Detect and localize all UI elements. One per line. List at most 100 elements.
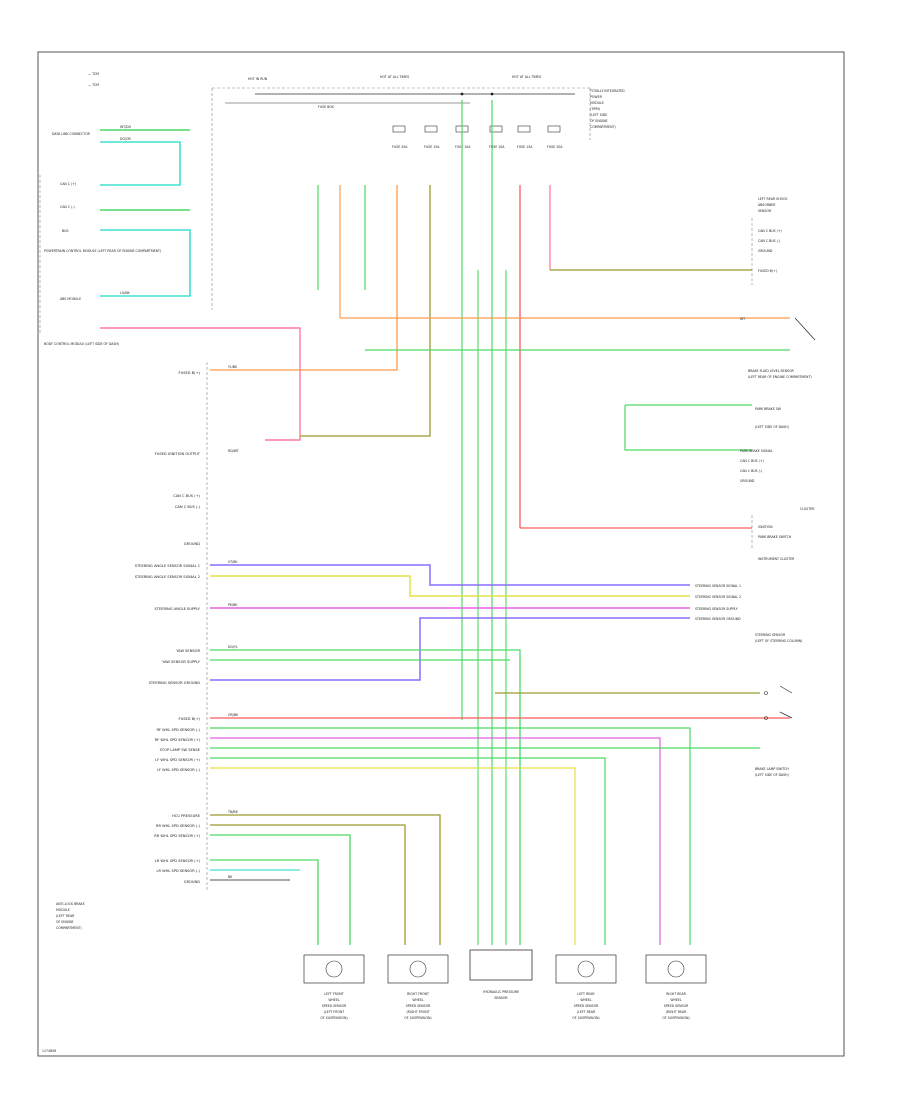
instrument-cluster: CLUSTER IGNITION PARK BRAKE SWITCH INSTR… bbox=[751, 507, 815, 561]
rr-wss-0: RIGHT REAR bbox=[666, 992, 686, 996]
steer-signal-1-wire bbox=[210, 564, 690, 586]
pin-label-3: CAN C BUS (-) bbox=[175, 505, 201, 509]
brake-fluid-level-sensor: BRAKE FLUID LEVEL SENSOR (LEFT REAR OF E… bbox=[748, 317, 816, 379]
vertical-wires bbox=[210, 100, 551, 945]
bus-label: BUS bbox=[62, 229, 69, 233]
park-brake-pin-1: CAN C BUS (+) bbox=[740, 459, 764, 463]
bottom-sensors: LEFT FRONT WHEEL SPEED SENSOR (LEFT FRON… bbox=[303, 949, 707, 1020]
abs-module-top-label: ABS MODULE bbox=[60, 297, 81, 301]
abs-module-label: ANTI-LOCK BRAKE MODULE (LEFT REAR OF ENG… bbox=[56, 902, 85, 930]
tipm-note-4: (LEFT SIDE bbox=[590, 113, 607, 117]
vwire-430 bbox=[300, 185, 431, 437]
rr-wss-3: (RIGHT REAR bbox=[666, 1010, 688, 1014]
rf-wss-0: RIGHT FRONT bbox=[407, 992, 429, 996]
header-hot-all-a: HOT AT ALL TIMES bbox=[380, 75, 409, 79]
shock-name-0: LEFT REAR SHOCK bbox=[758, 197, 788, 201]
legend-line-2: — TCM bbox=[88, 83, 99, 87]
abs-module-label-2: (LEFT REAR bbox=[56, 914, 75, 918]
steer-ground-wire bbox=[210, 617, 690, 681]
pin-label-2: CAN C BUS (+) bbox=[173, 494, 200, 498]
abs-module-label-4: COMPARTMENT) bbox=[56, 926, 82, 930]
lr-wss-1: WHEEL bbox=[580, 998, 592, 1002]
abs-module-label-3: OF ENGINE bbox=[56, 920, 74, 924]
wire-label-wt-dg: WT/DG bbox=[120, 125, 132, 129]
steer-name-0: STEERING SENSOR bbox=[755, 633, 786, 637]
lr-wss-plus-wire bbox=[210, 859, 319, 945]
wlabel-tn-bk: TN/BK bbox=[227, 810, 239, 814]
bcm-label: BODY CONTROL MODULE (LEFT SIDE OF DASH) bbox=[44, 342, 119, 346]
can-c-plus-label: CAN C (+) bbox=[60, 182, 76, 186]
pin-label-1: FUSED IGNITION OUTPUT bbox=[155, 452, 201, 456]
wlabel-vt-bk: VT/BK bbox=[228, 560, 238, 564]
fuse-1-label: FUSE 20A bbox=[392, 145, 408, 149]
wlabel-yl-bk: YL/BK bbox=[228, 365, 238, 369]
fuse-4-label: FUSE 10A bbox=[489, 145, 505, 149]
shock-pin-3: FUSED B(+) bbox=[758, 269, 777, 273]
rf-wss-2: SPEED SENSOR bbox=[406, 1004, 431, 1008]
bus-splice-2 bbox=[490, 92, 494, 96]
park-brake-switch: PARK BRAKE SW (LEFT SIDE OF DASH) PARK B… bbox=[740, 407, 789, 483]
brake-lamp-0: BRAKE LAMP SWITCH bbox=[755, 767, 789, 771]
fuse-2-icon bbox=[424, 125, 438, 133]
can-c-plus-wire bbox=[100, 141, 181, 186]
pin-label-22: GROUND bbox=[184, 880, 200, 884]
wlabel-dg-yl: DG/YL bbox=[228, 645, 238, 649]
fuse-5-label: FUSE 15A bbox=[517, 145, 533, 149]
rf-wss-1: WHEEL bbox=[412, 998, 424, 1002]
lf-wss-minus-wire bbox=[210, 767, 576, 945]
rf-wss-3: (RIGHT FRONT bbox=[406, 1010, 429, 1014]
brake-lamp-switch-icon bbox=[779, 711, 793, 719]
hcu-pressure-wire bbox=[210, 814, 441, 945]
steer-name-1: (LEFT OF STEERING COLUMN) bbox=[755, 639, 802, 643]
can-bus-wires: WT/DG DG/OR LG/BK bbox=[100, 125, 191, 297]
lf-wss-1: WHEEL bbox=[328, 998, 340, 1002]
brake-lamp-1: (LEFT SIDE OF DASH) bbox=[755, 773, 789, 777]
header-hot-all-b: HOT AT ALL TIMES bbox=[512, 75, 541, 79]
pin-label-6: STEERING ANGLE SENSOR SIGNAL 2 bbox=[135, 575, 200, 579]
rf-wss-body bbox=[387, 954, 449, 984]
pcm-lower-wires bbox=[210, 649, 790, 945]
tipm-notes: TOTALLY INTEGRATED POWER MODULE (TIPM) (… bbox=[589, 89, 625, 129]
tipm-note-3: (TIPM) bbox=[590, 107, 600, 111]
wire-color-labels: YL/BK RD/WT VT/BK PK/BK DG/YL OR/BK TN/B… bbox=[227, 317, 745, 879]
can-c-minus-label: CAN C (-) bbox=[60, 205, 75, 209]
rf-wss-4: OF SUSPENSION) bbox=[404, 1016, 431, 1020]
wlabel-rd-wt: RD/WT bbox=[228, 449, 239, 453]
pin-label-19: RR WHL SPD SENSOR (+) bbox=[154, 834, 200, 838]
yaw-sensor-wire bbox=[210, 649, 521, 945]
pin-label-10: STEERING SENSOR GROUND bbox=[149, 681, 201, 685]
pin-label-4: GROUND bbox=[184, 542, 200, 546]
pin-label-5: STEERING ANGLE SENSOR SIGNAL 1 bbox=[135, 564, 200, 568]
steer-signal-2-wire bbox=[210, 575, 690, 597]
pin-label-8: YAW SENSOR bbox=[176, 649, 200, 653]
rr-wss-1: WHEEL bbox=[670, 998, 682, 1002]
stop-lamp-switch-icon bbox=[779, 685, 793, 694]
lf-wss-plus-wire bbox=[210, 757, 606, 945]
pcm-block-label: POWERTRAIN CONTROL MODULE (LEFT REAR OF … bbox=[44, 249, 161, 253]
tipm-note-0: TOTALLY INTEGRATED bbox=[589, 89, 625, 93]
hyd-sensor-1: SENSOR bbox=[494, 996, 508, 1000]
fuse-5-icon bbox=[517, 125, 531, 133]
shock-name-2: SENSOR bbox=[758, 209, 772, 213]
park-brake-wire-2 bbox=[624, 405, 752, 451]
fuse-3-label: FUSE 10A bbox=[455, 145, 471, 149]
wire-label-lg-bk: LG/BK bbox=[120, 291, 131, 295]
pin-label-0: FUSED B(+) bbox=[179, 371, 201, 375]
lf-wss-4: OF SUSPENSION) bbox=[320, 1016, 347, 1020]
wire-label-dg-or: DG/OR bbox=[120, 137, 132, 141]
cluster-0: CLUSTER bbox=[800, 507, 815, 511]
fuse-6-label: FUSE 20A bbox=[547, 145, 563, 149]
vwire-397 bbox=[210, 185, 398, 371]
park-brake-pin-3: GROUND bbox=[740, 479, 755, 483]
lf-wss-0: LEFT FRONT bbox=[324, 992, 343, 996]
pin-label-18: RR WHL SPD SENSOR (-) bbox=[156, 824, 201, 828]
tipm-note-6: COMPARTMENT) bbox=[590, 125, 616, 129]
left-rear-shock-sensor: LEFT REAR SHOCK ABSORBER SENSOR CAN C BU… bbox=[751, 197, 788, 285]
abs-module-label-1: MODULE bbox=[56, 908, 70, 912]
rr-wss-minus-wire bbox=[210, 824, 406, 945]
lr-wss-icon bbox=[577, 960, 595, 978]
hyd-sensor-0: HYDRAULIC PRESSURE bbox=[483, 990, 519, 994]
rf-wss-minus-wire bbox=[210, 727, 691, 945]
wlabel-pk-bk: PK/BK bbox=[228, 603, 238, 607]
bus-wire bbox=[100, 229, 191, 297]
